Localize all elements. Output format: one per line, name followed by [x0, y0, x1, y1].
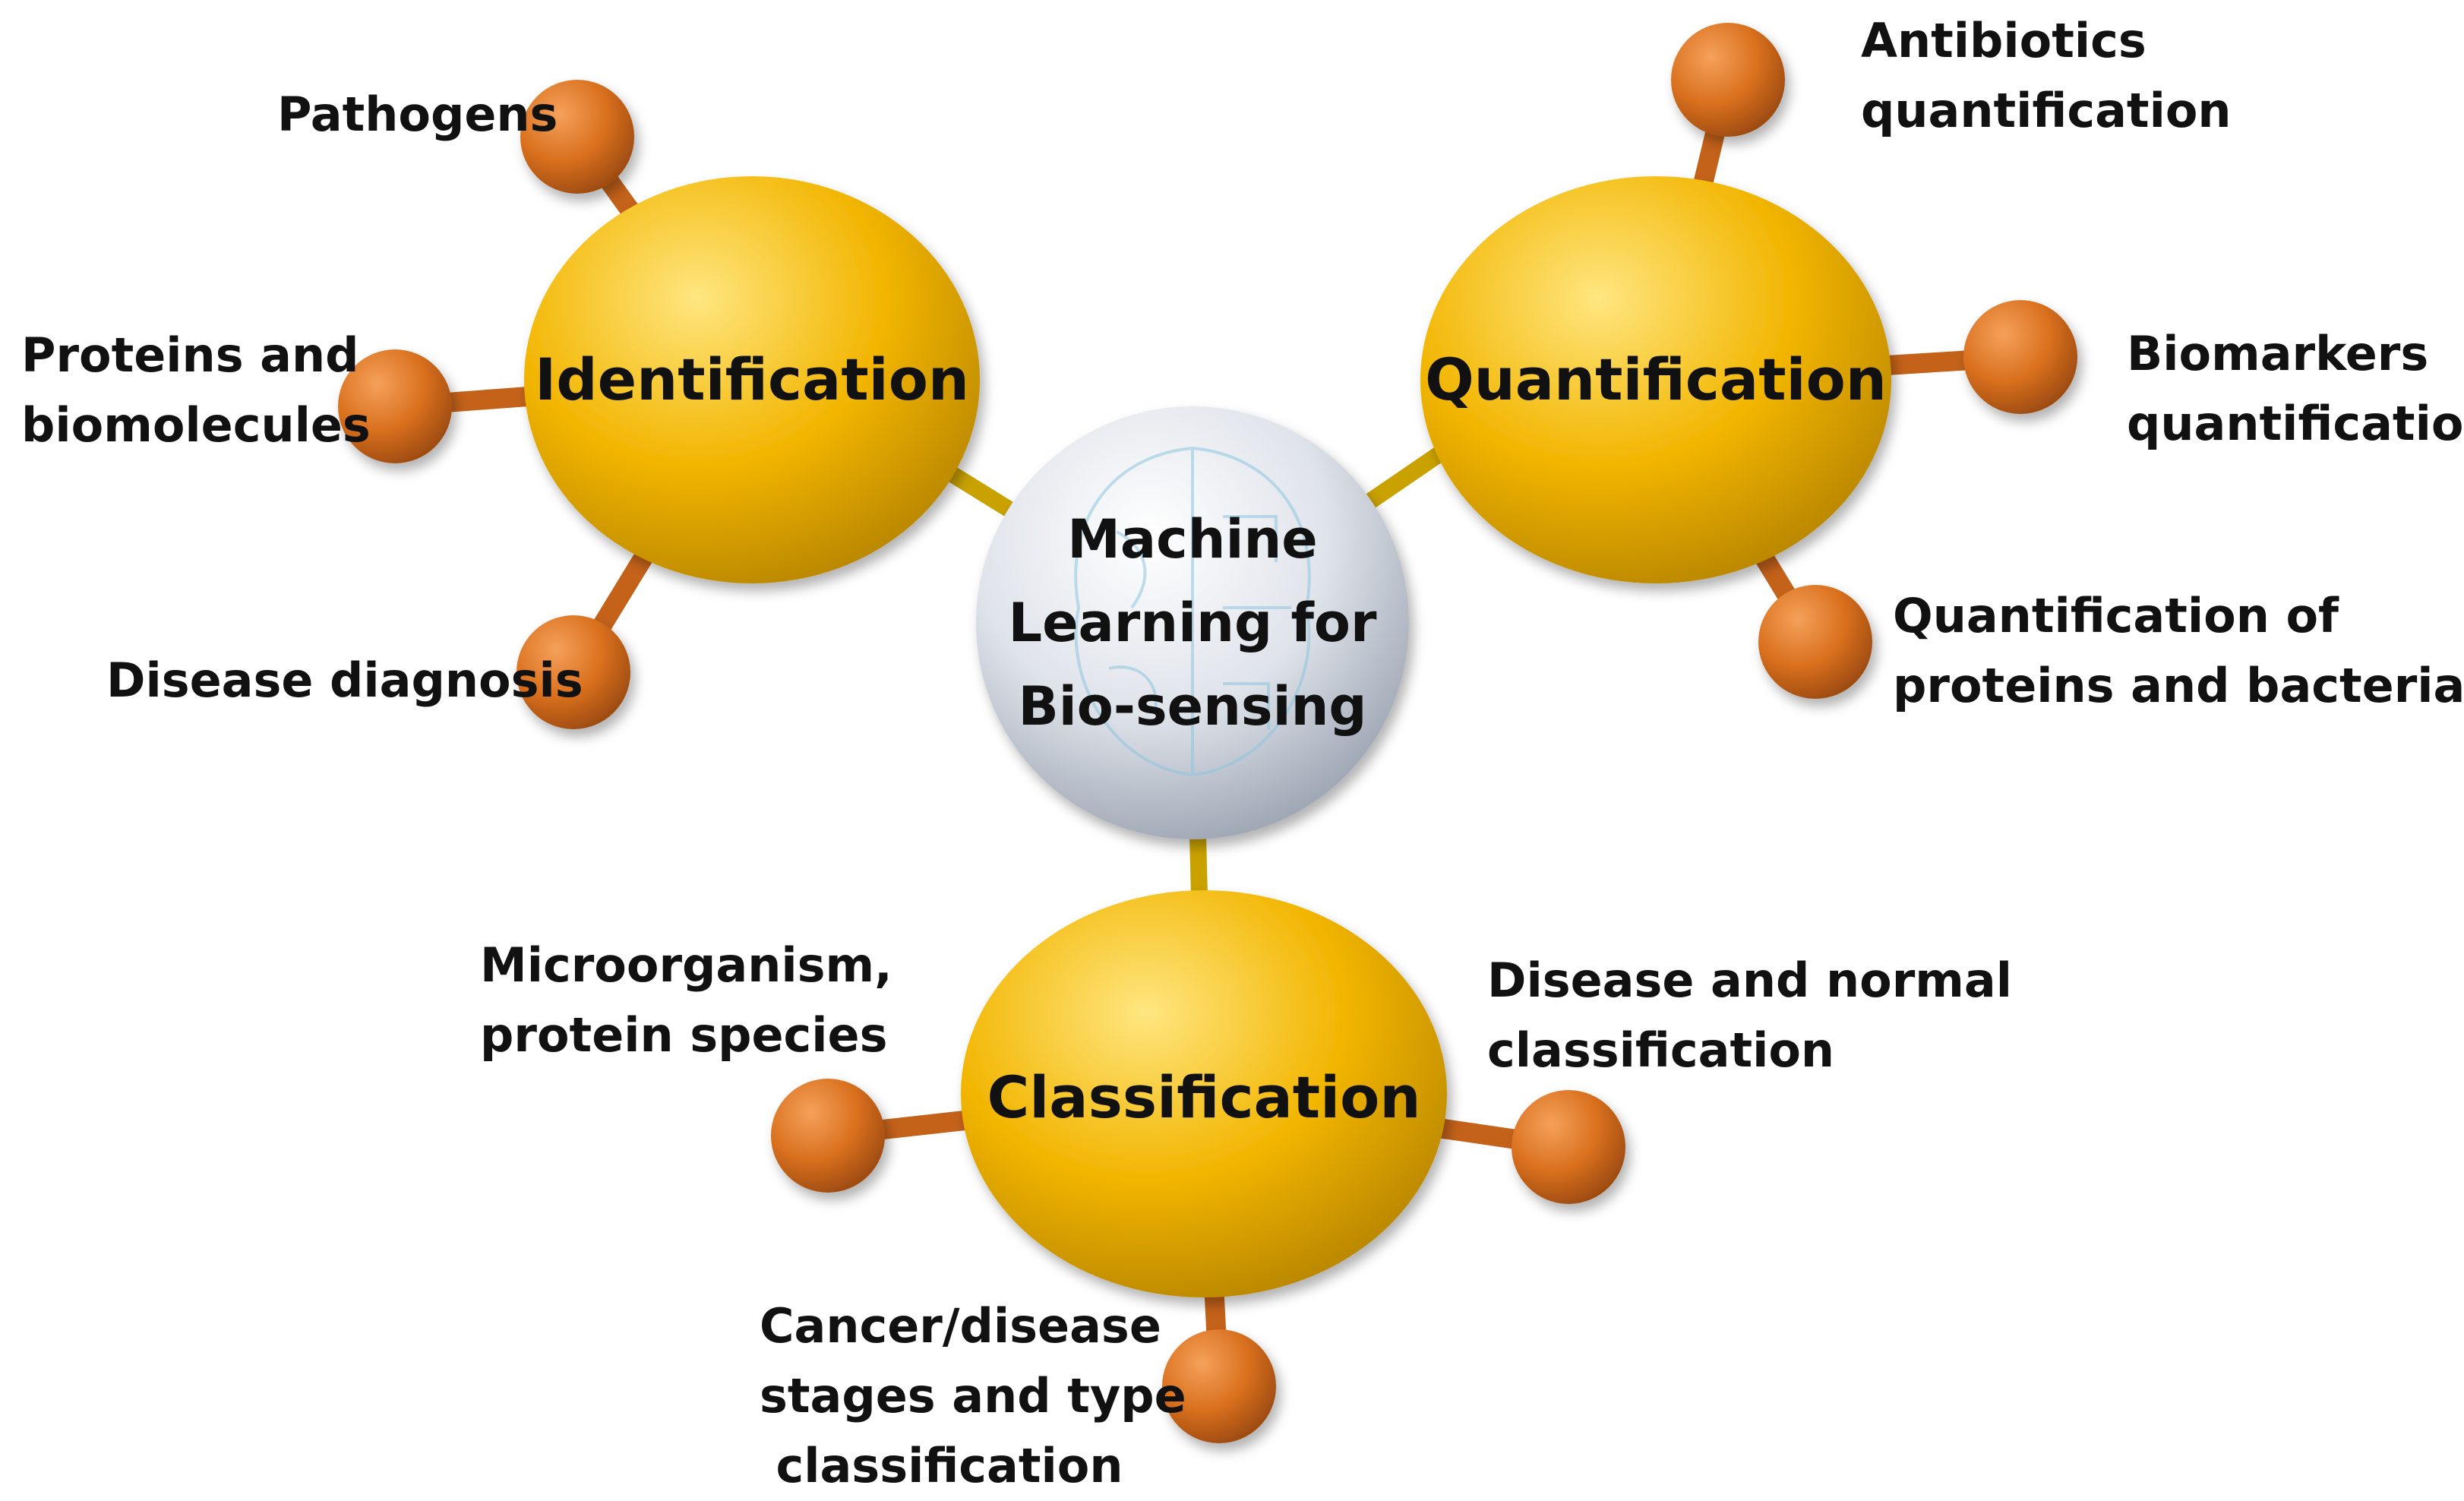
center-title: Machine Learning for Bio-sensing — [980, 498, 1405, 748]
hub-nodes — [524, 176, 1891, 1297]
hub-node-classification — [961, 890, 1447, 1297]
leaf-label-disease-diagnosis: Disease diagnosis — [106, 653, 583, 708]
leaf-label-disease-normal: Disease and normal classification — [1487, 953, 2012, 1078]
hub-label-classification: Classification — [987, 1063, 1421, 1131]
leaf-node-disease-diagnosis — [516, 615, 630, 729]
leaf-label-cancer-stages: Cancer/disease stages and type classific… — [760, 1298, 1186, 1493]
hub-label-identification: Identification — [534, 346, 970, 413]
brain-graphic — [1074, 447, 1311, 776]
leaf-label-proteins-biomolecules: Proteins and biomolecules — [21, 327, 371, 453]
leaf-label-pathogens: Pathogens — [277, 87, 558, 142]
center-title-line: Machine — [1067, 508, 1318, 570]
leaf-node-quant-proteins — [1758, 585, 1872, 699]
leaf-node-disease-normal — [1512, 1090, 1625, 1204]
hub-label-quantification: Quantification — [1425, 346, 1887, 413]
center-node — [976, 406, 1409, 839]
leaf-label-biomarkers: Biomarkers quantification — [2127, 326, 2464, 451]
hub-node-identification — [524, 176, 980, 583]
center-title-line: Learning for — [1008, 592, 1377, 654]
leaf-node-pathogens — [520, 80, 634, 194]
leaf-node-biomarkers — [1963, 300, 2077, 414]
center-title-line: Bio-sensing — [1018, 675, 1367, 738]
leaf-label-antibiotics: Antibiotics quantification — [1861, 13, 2232, 138]
leaf-node-cancer-stages — [1162, 1329, 1276, 1443]
leaf-node-microorganism — [771, 1079, 885, 1193]
leaf-nodes — [338, 23, 2077, 1443]
leaf-node-proteins — [338, 349, 452, 463]
leaf-label-microorganism: Microorganism, protein species — [480, 937, 892, 1063]
leaf-label-quant-proteins-bacteria: Quantification of proteins and bacteria — [1893, 588, 2464, 713]
hub-node-quantification — [1420, 176, 1891, 583]
leaf-node-antibiotics — [1671, 23, 1785, 137]
